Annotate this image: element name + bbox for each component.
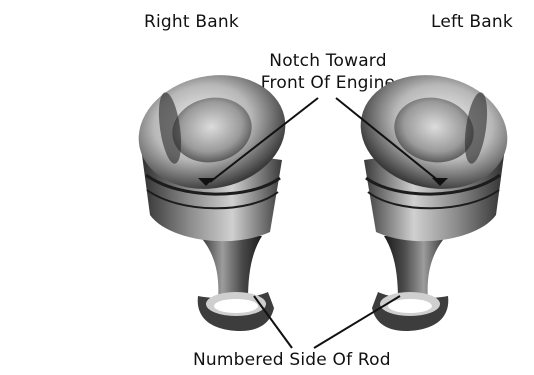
left-crown-shadow (464, 92, 488, 164)
numbered-leader-line-right-bank (253, 295, 293, 349)
right-bank-label: Right Bank (144, 12, 239, 32)
right-rod-bore (214, 299, 258, 313)
notch-callout-label: Notch Toward Front Of Engine (240, 50, 416, 94)
left-crown-bowl (394, 97, 474, 163)
right-rod-beam (196, 232, 262, 300)
left-bank-piston-assembly (360, 75, 508, 332)
notch-callout-line1: Notch Toward (269, 51, 387, 71)
left-ring-groove (367, 189, 500, 210)
notch-callout-line2: Front Of Engine (260, 73, 396, 93)
numbered-side-label: Numbered Side Of Rod (193, 350, 391, 370)
left-ring-groove (365, 173, 501, 196)
right-ring-groove (146, 189, 279, 210)
notch-leader-line-left-bank (335, 97, 441, 183)
left-rod-bore (388, 299, 432, 313)
left-rod-beam (384, 232, 450, 300)
right-bank-piston-assembly (138, 75, 286, 332)
left-bank-label: Left Bank (431, 12, 513, 32)
numbered-leader-line-left-bank (313, 295, 401, 349)
right-crown-bowl (172, 97, 252, 163)
right-ring-groove (145, 173, 281, 196)
right-crown-shadow (158, 92, 182, 164)
right-notch-mark (198, 178, 214, 186)
notch-leader-line-right-bank (209, 97, 319, 183)
